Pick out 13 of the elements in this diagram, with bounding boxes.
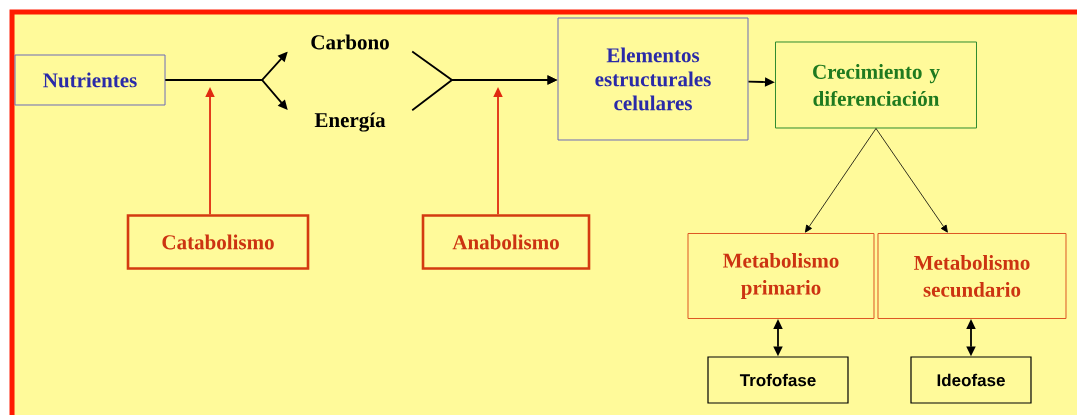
process-box: Nutrientes (14, 54, 166, 106)
process-box: Metabolismo secundario (877, 233, 1067, 319)
arrow (875, 128, 948, 233)
arrow (804, 128, 877, 233)
process-box: Anabolismo (421, 214, 591, 270)
process-box: Catabolismo (126, 214, 310, 270)
process-box: Elementos estructurales celulares (557, 17, 749, 141)
process-box: Metabolismo primario (687, 233, 875, 319)
phase-box: Trofofase (707, 356, 849, 404)
process-box: Crecimiento y diferenciación (775, 41, 977, 129)
flow-text: Carbono (311, 34, 389, 50)
flow-text: Energía (314, 112, 386, 132)
phase-box: Ideofase (910, 356, 1032, 404)
